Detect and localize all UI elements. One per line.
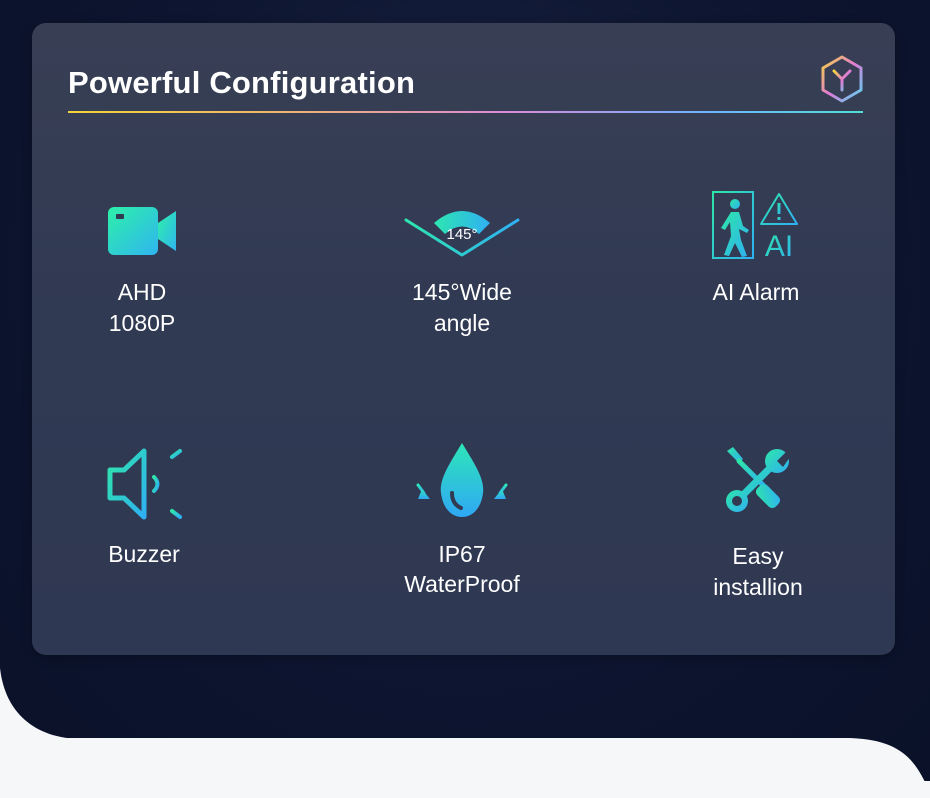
feature-label-line2: WaterProof <box>404 571 520 597</box>
angle-value-text: 145° <box>446 226 477 243</box>
feature-label-line1: Buzzer <box>108 541 180 567</box>
feature-label-line1: AI Alarm <box>712 279 800 305</box>
ai-text: AI <box>765 230 793 262</box>
tools-icon <box>726 447 793 512</box>
feature-label-line2: 1080P <box>108 310 176 336</box>
cube-y-logo-icon <box>821 55 863 103</box>
video-camera-icon <box>108 207 176 255</box>
configuration-card: Powerful Configuration AHD 10 <box>32 23 895 655</box>
card-title: Powerful Configuration <box>68 65 416 100</box>
bottom-white-curve <box>0 738 930 798</box>
feature-label-line1: IP67 <box>438 541 486 567</box>
water-drop-icon <box>416 443 508 517</box>
speaker-icon <box>107 448 182 520</box>
feature-label-line2: installion <box>713 574 803 600</box>
feature-label-line1: Easy <box>732 543 784 569</box>
feature-label-line1: 145°Wide <box>412 279 512 305</box>
title-underline <box>68 111 863 113</box>
wide-angle-icon: 145° <box>404 211 520 257</box>
left-corner-curve <box>0 668 80 739</box>
feature-label-line2: angle <box>433 310 491 336</box>
feature-label-line1: AHD <box>117 279 167 305</box>
ai-alarm-icon: AI <box>712 191 798 262</box>
